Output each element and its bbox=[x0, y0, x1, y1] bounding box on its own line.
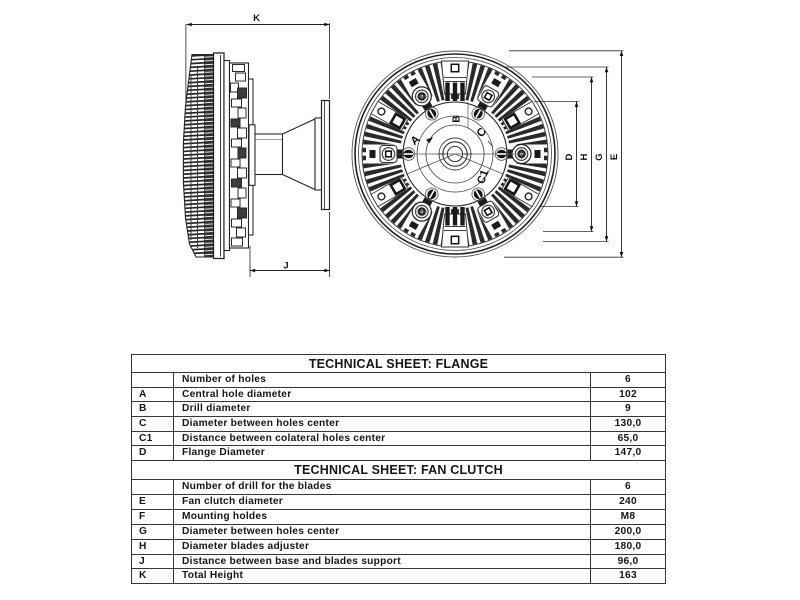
svg-text:J: J bbox=[283, 261, 288, 272]
svg-text:C1: C1 bbox=[475, 168, 491, 185]
svg-text:E: E bbox=[609, 154, 620, 160]
svg-text:H: H bbox=[579, 153, 590, 160]
svg-text:B: B bbox=[452, 115, 463, 122]
svg-text:D: D bbox=[564, 153, 575, 160]
svg-text:G: G bbox=[594, 153, 605, 160]
svg-text:K: K bbox=[253, 13, 260, 24]
